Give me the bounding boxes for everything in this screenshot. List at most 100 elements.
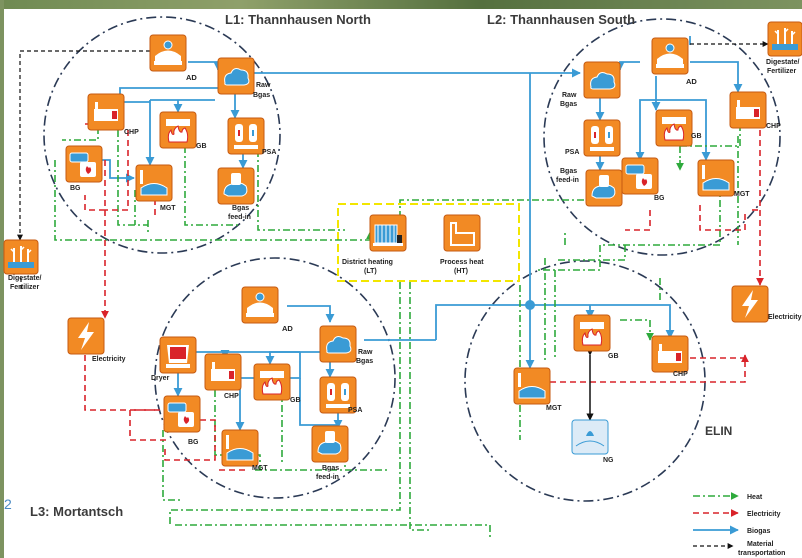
- electricity-left-icon: [67, 317, 105, 355]
- region-title-l3: L3: Mortantsch: [30, 504, 123, 519]
- l3-raw-label-2: Bgas: [356, 358, 373, 365]
- l1-mgt-label: MGT: [160, 205, 176, 212]
- l2-psa-icon: [583, 119, 621, 157]
- legend-electricity-label: Electricity: [747, 511, 781, 518]
- legend-material-label-1: Material: [747, 541, 774, 548]
- district-heating-label-1: District heating: [342, 259, 393, 266]
- l1-chp-label: CHP: [124, 129, 139, 136]
- l1-raw-biogas-icon: [217, 57, 255, 95]
- digestate-left-label-1: Digestate/: [8, 275, 42, 282]
- l2-biogas-burner-icon: [621, 157, 659, 195]
- l3-feed-label-2: feed-in: [316, 474, 339, 481]
- l1-gb-label: GB: [196, 143, 207, 150]
- region-titles: L1: Thannhausen North L2: Thannhausen So…: [30, 12, 732, 519]
- legend-biogas: Biogas: [693, 525, 770, 535]
- elin-micro-gas-turbine-icon: [513, 367, 551, 405]
- digestate-left-label-2: Fertilizer: [10, 284, 39, 291]
- district-heating-icon: [369, 214, 407, 252]
- electricity-flows: [84, 120, 764, 471]
- l2-raw-label-2: Bgas: [560, 101, 577, 108]
- digestate-right-label-1: Digestate/: [766, 59, 800, 66]
- photo-header-band: [0, 0, 802, 9]
- l3-gas-boiler-icon: [253, 363, 291, 401]
- l3-bg-label: BG: [188, 439, 199, 446]
- l1-raw-label-1: Raw: [256, 82, 271, 89]
- legend-material-label-2: transportation: [738, 550, 785, 557]
- l1-bg-label: BG: [70, 185, 81, 192]
- legend-material: Material transportation: [693, 541, 785, 557]
- l2-chp-label: CHP: [766, 123, 781, 130]
- region-title-elin: ELIN: [705, 424, 732, 438]
- legend-heat-label: Heat: [747, 494, 763, 501]
- l1-psa-icon: [227, 117, 265, 155]
- l2-bg-label: BG: [654, 195, 665, 202]
- l3-raw-biogas-icon: [319, 325, 357, 363]
- l2-micro-gas-turbine-icon: [697, 159, 735, 197]
- elin-chp-label: CHP: [673, 371, 688, 378]
- l3-micro-gas-turbine-icon: [221, 429, 259, 467]
- legend-electricity: Electricity: [693, 509, 781, 518]
- l1-feed-label-1: Bgas: [232, 205, 249, 212]
- l3-chp-icon: [204, 353, 242, 391]
- l1-feed-label-2: feed-in: [228, 214, 251, 221]
- unit-labels: AD Raw Bgas CHP GB PSA BG MGT Bgas feed-…: [8, 59, 802, 481]
- region-circle-elin: [464, 260, 706, 502]
- natural-gas-icon: [571, 419, 609, 455]
- elin-gb-label: GB: [608, 353, 619, 360]
- district-heating-label-2: (LT): [364, 268, 377, 275]
- elin-mgt-label: MGT: [546, 405, 562, 412]
- l3-gb-label: GB: [290, 397, 301, 404]
- l1-feed-in-icon: [217, 167, 255, 205]
- process-heat-label-1: Process heat: [440, 259, 484, 266]
- legend-biogas-label: Biogas: [747, 528, 770, 535]
- elin-ng-label: NG: [603, 457, 614, 464]
- l3-dryer-label: Dryer: [151, 375, 170, 382]
- l2-ad-label: AD: [686, 77, 697, 86]
- l3-ad-label: AD: [282, 324, 293, 333]
- heat-flows: [54, 112, 741, 540]
- l3-feed-label-1: Bgas: [322, 465, 339, 472]
- l1-biogas-burner-icon: [65, 145, 103, 183]
- l1-gas-boiler-icon: [159, 111, 197, 149]
- l1-anaerobic-digester-icon: [149, 34, 187, 72]
- electricity-right-label: Electricity: [768, 314, 802, 321]
- l1-ad-label: AD: [186, 73, 197, 82]
- l2-mgt-label: MGT: [734, 191, 750, 198]
- l2-psa-label: PSA: [565, 149, 579, 156]
- digestate-right-icon: [767, 21, 802, 57]
- l2-gas-boiler-icon: [655, 109, 693, 147]
- l2-anaerobic-digester-icon: [651, 37, 689, 75]
- photo-side-band: [0, 0, 4, 558]
- l2-feed-label-2: feed-in: [556, 177, 579, 184]
- l3-chp-label: CHP: [224, 393, 239, 400]
- l3-anaerobic-digester-icon: [241, 286, 279, 324]
- region-title-l2: L2: Thannhausen South: [487, 12, 635, 27]
- elin-chp-icon: [651, 335, 689, 373]
- l3-biogas-burner-icon: [163, 395, 201, 433]
- l3-feed-in-icon: [311, 425, 349, 463]
- l2-gb-label: GB: [691, 133, 702, 140]
- l1-micro-gas-turbine-icon: [135, 164, 173, 202]
- l2-raw-biogas-icon: [583, 61, 621, 99]
- heat-demand-box: [337, 203, 520, 282]
- region-circle-l1: [43, 16, 281, 254]
- elin-gas-boiler-icon: [573, 314, 611, 352]
- legend-heat: Heat: [693, 492, 763, 501]
- region-circle-l3: [154, 257, 396, 499]
- l3-dryer-icon: [159, 336, 197, 374]
- l3-raw-label-1: Raw: [358, 349, 373, 356]
- side-page-digit: 2: [4, 496, 12, 512]
- region-circle-l2: [543, 18, 781, 256]
- l2-feed-in-icon: [585, 169, 623, 207]
- region-title-l1: L1: Thannhausen North: [225, 12, 371, 27]
- l1-psa-label: PSA: [262, 149, 276, 156]
- l2-raw-label-1: Raw: [562, 92, 577, 99]
- process-heat-icon: [443, 214, 481, 252]
- l3-psa-label: PSA: [348, 407, 362, 414]
- electricity-left-label: Electricity: [92, 356, 126, 363]
- l2-feed-label-1: Bgas: [560, 168, 577, 175]
- legend: Heat Electricity Biogas Material transpo…: [693, 492, 785, 557]
- biogas-hub-node: [525, 300, 535, 310]
